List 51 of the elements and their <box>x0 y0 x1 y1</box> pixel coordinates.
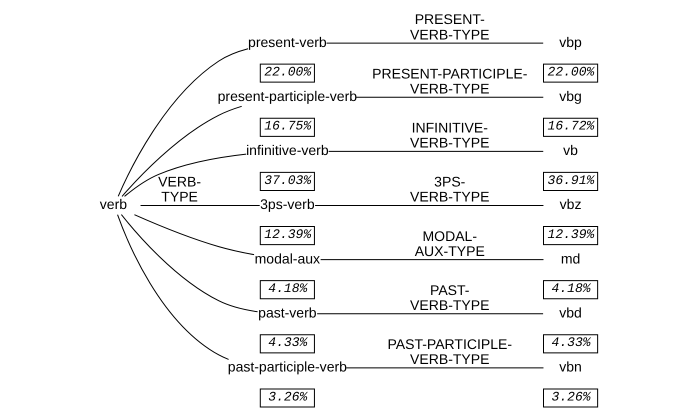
node-box: 16.72% <box>543 117 598 136</box>
node-box: 3.26% <box>543 388 598 407</box>
edge-label: PRESENT-PARTICIPLE-VERB-TYPE <box>372 64 528 96</box>
node-box: 12.39% <box>260 226 315 245</box>
connector <box>117 214 230 360</box>
node-text: present-participle-verb <box>218 87 358 104</box>
node-box: 4.18% <box>260 280 315 299</box>
node-box: 22.00% <box>543 63 598 82</box>
connector <box>356 96 544 98</box>
connector <box>346 366 544 368</box>
node-box: 12.39% <box>543 226 598 245</box>
node-box: 37.03% <box>260 171 315 190</box>
connector <box>316 312 544 314</box>
connector <box>326 42 544 44</box>
node-text: 3ps-verb <box>260 196 315 212</box>
edge-label: PAST-VERB-TYPE <box>410 281 490 312</box>
edge-label: MODAL-AUX-TYPE <box>414 227 485 258</box>
edge-label: PRESENT-VERB-TYPE <box>410 10 490 42</box>
node-box: 3.26% <box>260 388 315 407</box>
connector <box>120 214 258 312</box>
node-box: 22.00% <box>260 63 315 82</box>
node-box: 4.33% <box>543 334 598 353</box>
node-box: 36.91% <box>543 171 598 190</box>
edge-label: VERB-TYPE <box>158 173 202 204</box>
node-text: vbn <box>559 358 582 374</box>
connector <box>118 48 249 196</box>
node-text: past-participle-verb <box>228 358 347 374</box>
node-text: infinitive-verb <box>246 142 329 158</box>
node-text: vbp <box>559 33 582 50</box>
node-box: 16.75% <box>260 117 315 136</box>
edge-label: INFINITIVE-VERB-TYPE <box>410 119 490 150</box>
edge-label: 3PS-VERB-TYPE <box>410 173 490 204</box>
connector <box>320 258 544 260</box>
edge-label: PAST-PARTICIPLE-VERB-TYPE <box>387 336 512 367</box>
connector <box>122 105 242 196</box>
node-box: 4.33% <box>260 334 315 353</box>
node-text: vbg <box>559 87 582 104</box>
node-text: verb <box>100 196 128 212</box>
node-text: modal-aux <box>254 250 320 266</box>
node-text: vbd <box>559 304 582 320</box>
connector <box>134 214 255 255</box>
connector <box>314 204 544 206</box>
node-text: vbz <box>560 196 582 212</box>
node-text: present-verb <box>248 33 327 50</box>
connector <box>328 150 544 152</box>
connector <box>140 204 260 206</box>
node-text: md <box>560 250 580 266</box>
connector <box>124 153 247 196</box>
node-text: vb <box>563 142 578 158</box>
node-text: past-verb <box>258 304 317 320</box>
node-box: 4.18% <box>543 280 598 299</box>
